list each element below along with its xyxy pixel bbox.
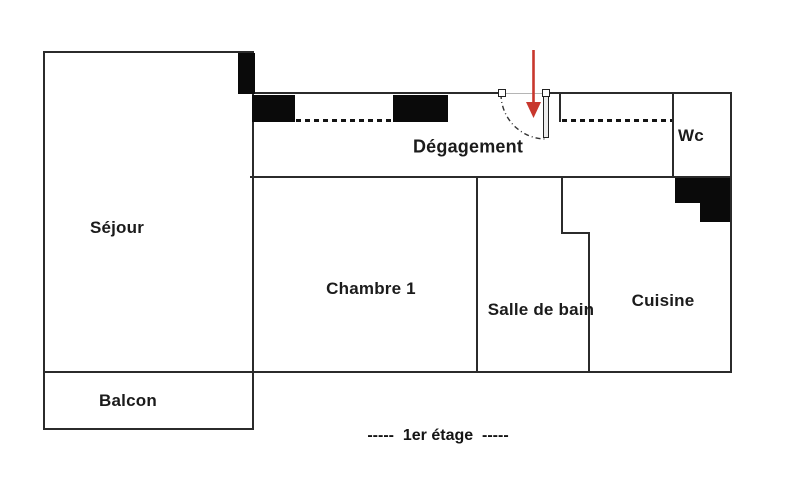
entrance-arrow-icon	[526, 50, 541, 118]
wall-sdb-cuisine-jog	[561, 232, 590, 234]
wall-sdb-cuisine-lower	[588, 232, 590, 373]
room-label-wc: Wc	[678, 126, 704, 145]
wall-sdb-cuisine-upper	[561, 177, 563, 234]
door-jamb-right-icon	[542, 89, 550, 97]
room-label-sejour: Séjour	[89, 218, 145, 237]
solid-block-closet-mid	[393, 95, 448, 122]
wall-outer-bottom	[250, 371, 732, 373]
wall-chambre1-right	[476, 177, 478, 373]
wall-closet-jamb	[559, 93, 561, 122]
door-opening-threshold	[506, 93, 542, 94]
door-swing-arc-icon	[500, 93, 547, 140]
dashed-closet-line-left	[296, 119, 392, 122]
wall-hallway-bottom	[250, 176, 732, 178]
door-leaf-icon	[543, 96, 549, 138]
dashed-closet-line-right	[562, 119, 672, 122]
room-outline-sejour	[43, 51, 254, 373]
room-label-balcon: Balcon	[99, 391, 157, 410]
wall-wc-left	[672, 93, 674, 178]
wall-outer-right	[730, 92, 732, 373]
room-label-degagement: Dégagement	[412, 136, 524, 157]
wall-hallway-top-left	[250, 92, 506, 94]
room-label-chambre1: Chambre 1	[326, 279, 416, 298]
door-jamb-left-icon	[498, 89, 506, 97]
solid-block-cuisine-corner-lower	[700, 203, 730, 222]
solid-block-cuisine-corner-upper	[675, 178, 730, 203]
room-outline-balcon	[43, 371, 254, 430]
room-label-salle-de-bain: Salle de bain	[487, 300, 595, 319]
solid-block-closet-left	[252, 95, 295, 122]
solid-wall-block-sejour-corner	[238, 53, 255, 94]
floor-caption: ----- 1er étage -----	[367, 427, 509, 444]
room-label-cuisine: Cuisine	[631, 291, 695, 310]
wall-hallway-top-right	[542, 92, 732, 94]
